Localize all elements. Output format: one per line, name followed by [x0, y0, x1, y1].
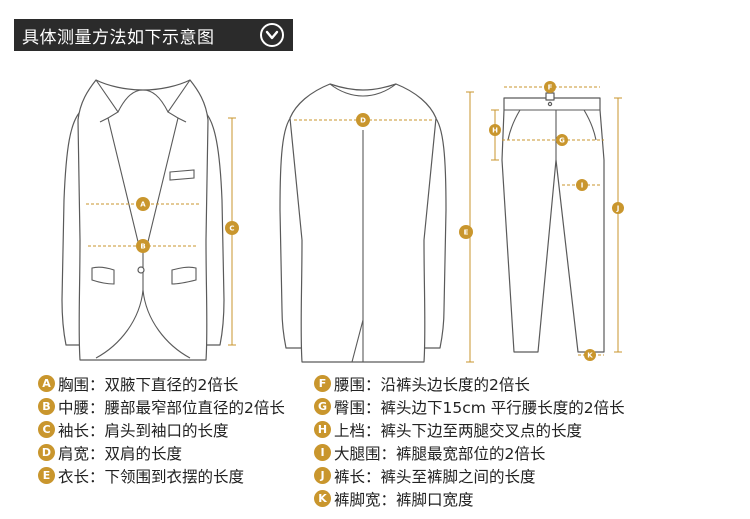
- legend-label: 肩宽：双肩的长度: [58, 444, 183, 463]
- marker-badge: D: [38, 444, 55, 461]
- legend-label: 上档：裤头下边至两腿交叉点的长度: [334, 421, 583, 440]
- svg-text:A: A: [140, 201, 146, 209]
- marker-g: G: [556, 134, 568, 146]
- marker-badge: C: [38, 421, 55, 438]
- jacket-front-drawing: [61, 79, 236, 361]
- svg-text:C: C: [229, 225, 234, 233]
- measurement-diagram: .o { fill: #ffffff; stroke: #5a5a5a; str…: [61, 79, 624, 363]
- svg-text:G: G: [559, 137, 565, 145]
- marker-badge: E: [38, 467, 55, 484]
- svg-text:J: J: [616, 205, 620, 213]
- marker-a: A: [136, 197, 150, 211]
- legend-label: 裤长：裤头至裤脚之间的长度: [334, 467, 536, 486]
- marker-badge: K: [314, 490, 331, 507]
- marker-k: K: [584, 349, 596, 361]
- marker-badge: B: [38, 398, 55, 415]
- legend-label: 中腰：腰部最窄部位直径的2倍长: [58, 398, 285, 417]
- svg-text:E: E: [464, 229, 469, 237]
- legend-label: 大腿围：裤腿最宽部位的2倍长: [334, 444, 546, 463]
- marker-b: B: [136, 239, 150, 253]
- marker-badge: F: [314, 375, 331, 392]
- marker-badge: J: [314, 467, 331, 484]
- svg-text:F: F: [548, 84, 553, 92]
- marker-e: E: [459, 225, 473, 239]
- svg-text:K: K: [587, 352, 593, 360]
- svg-text:B: B: [140, 243, 145, 251]
- marker-d: D: [356, 113, 370, 127]
- legend-label: 胸围：双腋下直径的2倍长: [58, 375, 239, 394]
- legend-label: 衣长：下领围到衣摆的长度: [58, 467, 245, 486]
- trousers-drawing: [491, 86, 622, 356]
- section-header: 具体测量方法如下示意图: [14, 19, 293, 51]
- legend-label: 臀围：裤头边下15cm 平行腰长度的2倍长: [334, 398, 625, 417]
- marker-badge: I: [314, 444, 331, 461]
- chevron-down-circle-icon[interactable]: [260, 23, 284, 47]
- header-title: 具体测量方法如下示意图: [22, 27, 215, 48]
- marker-h: H: [489, 124, 501, 136]
- jacket-back-drawing: [279, 83, 474, 363]
- svg-text:D: D: [360, 117, 366, 125]
- marker-j: J: [612, 202, 624, 214]
- marker-i: I: [576, 179, 588, 191]
- svg-text:H: H: [492, 127, 498, 135]
- marker-badge: H: [314, 421, 331, 438]
- legend-label: 腰围：沿裤头边长度的2倍长: [334, 375, 530, 394]
- svg-text:I: I: [581, 182, 584, 190]
- legend-label: 袖长：肩头到袖口的长度: [58, 421, 229, 440]
- marker-badge: G: [314, 398, 331, 415]
- marker-f: F: [544, 81, 556, 93]
- marker-badge: A: [38, 375, 55, 392]
- legend-label: 裤脚宽：裤脚口宽度: [334, 490, 474, 509]
- marker-c: C: [225, 221, 239, 235]
